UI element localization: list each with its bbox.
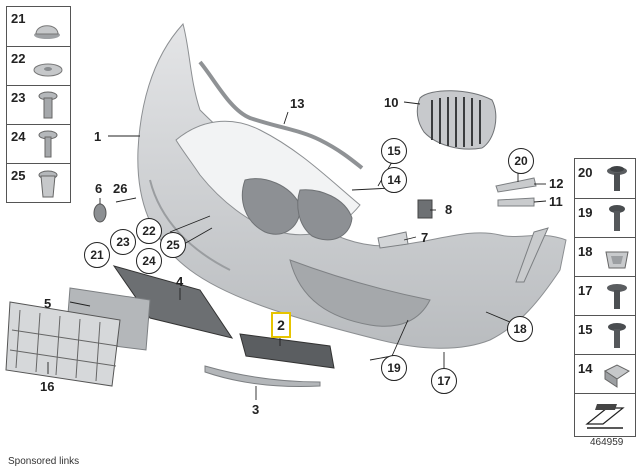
- callout-part-14[interactable]: 14: [381, 167, 407, 193]
- callout-part-16[interactable]: 16: [40, 379, 55, 394]
- right-panel-cell[interactable]: [575, 393, 635, 436]
- pan-screw-icon: [608, 323, 626, 348]
- callout-part-12[interactable]: 12: [549, 176, 564, 191]
- torx-screw-icon: [609, 205, 625, 231]
- callout-part-25[interactable]: 25: [160, 232, 186, 258]
- part-number: 25: [11, 168, 26, 183]
- part-number: 22: [11, 51, 26, 66]
- bracket-part-12: [495, 177, 537, 193]
- part-number: 18: [578, 244, 593, 259]
- right-panel-cell[interactable]: 14: [575, 354, 635, 393]
- torx-screw-washer-icon: [607, 166, 627, 191]
- wire-harness-part: [198, 60, 364, 170]
- callout-part-18[interactable]: 18: [507, 316, 533, 342]
- tow-eye-cover-part: [93, 203, 107, 223]
- left-hardware-panel: 21 22 23 24: [6, 6, 71, 203]
- left-panel-cell[interactable]: 25: [7, 163, 70, 202]
- callout-part-3[interactable]: 3: [252, 402, 260, 417]
- left-panel-cell[interactable]: 23: [7, 85, 70, 124]
- kidney-grille-part: [416, 90, 497, 150]
- spring-clip-icon: [605, 251, 629, 269]
- trim-strip-part: [204, 365, 321, 387]
- part-number: 24: [11, 129, 26, 144]
- washer-disc-icon: [33, 63, 63, 77]
- callout-part-7[interactable]: 7: [421, 230, 429, 245]
- callout-part-24[interactable]: 24: [136, 248, 162, 274]
- callout-part-20[interactable]: 20: [508, 148, 534, 174]
- callout-part-1[interactable]: 1: [94, 129, 102, 144]
- leader-lines: [47, 101, 547, 400]
- part-number: 20: [578, 165, 593, 180]
- part-number: 23: [11, 90, 26, 105]
- callout-part-13[interactable]: 13: [290, 96, 305, 111]
- cover-part-7: [377, 231, 409, 249]
- right-panel-cell[interactable]: 15: [575, 315, 635, 354]
- callout-part-26[interactable]: 26: [113, 181, 128, 196]
- rivet-expanding-icon: [38, 91, 58, 119]
- part-number: 15: [578, 322, 593, 337]
- callout-part-8[interactable]: 8: [445, 202, 453, 217]
- callout-part-23[interactable]: 23: [110, 229, 136, 255]
- callout-part-4[interactable]: 4: [176, 274, 184, 289]
- part-number: 17: [578, 283, 593, 298]
- bracket-part-8: [417, 199, 433, 219]
- callout-part-6[interactable]: 6: [95, 181, 103, 196]
- left-panel-cell[interactable]: 21: [7, 7, 70, 46]
- diagram-id: 464959: [590, 437, 624, 448]
- hex-screw-icon: [607, 284, 627, 309]
- bracket-part-11: [497, 197, 535, 207]
- direction-arrow-icon: [585, 404, 625, 429]
- rivet-torx-icon: [38, 130, 58, 158]
- part-number: 14: [578, 361, 593, 376]
- callout-part-5[interactable]: 5: [44, 296, 52, 311]
- square-nut-icon: [604, 364, 630, 388]
- right-panel-cell[interactable]: 20: [575, 159, 635, 198]
- right-panel-cell[interactable]: 17: [575, 276, 635, 315]
- bumper-cover: [137, 22, 567, 349]
- callout-part-22[interactable]: 22: [136, 218, 162, 244]
- callout-part-10[interactable]: 10: [384, 95, 399, 110]
- part-number: 19: [578, 205, 593, 220]
- callout-part-21[interactable]: 21: [84, 242, 110, 268]
- right-hardware-panel: 20 19 18 17: [574, 158, 636, 437]
- round-plug-cap-icon: [34, 25, 60, 39]
- part-number: 21: [11, 11, 26, 26]
- right-panel-cell[interactable]: 19: [575, 198, 635, 237]
- callout-part-19[interactable]: 19: [381, 355, 407, 381]
- license-plate-carrier-part: [5, 301, 121, 387]
- side-trim-part: [515, 227, 549, 283]
- sponsored-links[interactable]: Sponsored links: [8, 456, 80, 467]
- left-panel-cell[interactable]: 24: [7, 124, 70, 163]
- right-panel-cell[interactable]: 18: [575, 237, 635, 276]
- clip-sleeve-icon: [38, 170, 58, 198]
- callout-part-17[interactable]: 17: [431, 368, 457, 394]
- callout-part-2-highlighted[interactable]: 2: [271, 312, 291, 338]
- left-panel-cell[interactable]: 22: [7, 46, 70, 85]
- callout-part-11[interactable]: 11: [549, 194, 563, 209]
- callout-part-15[interactable]: 15: [381, 138, 407, 164]
- grille-insert-part: [239, 333, 335, 369]
